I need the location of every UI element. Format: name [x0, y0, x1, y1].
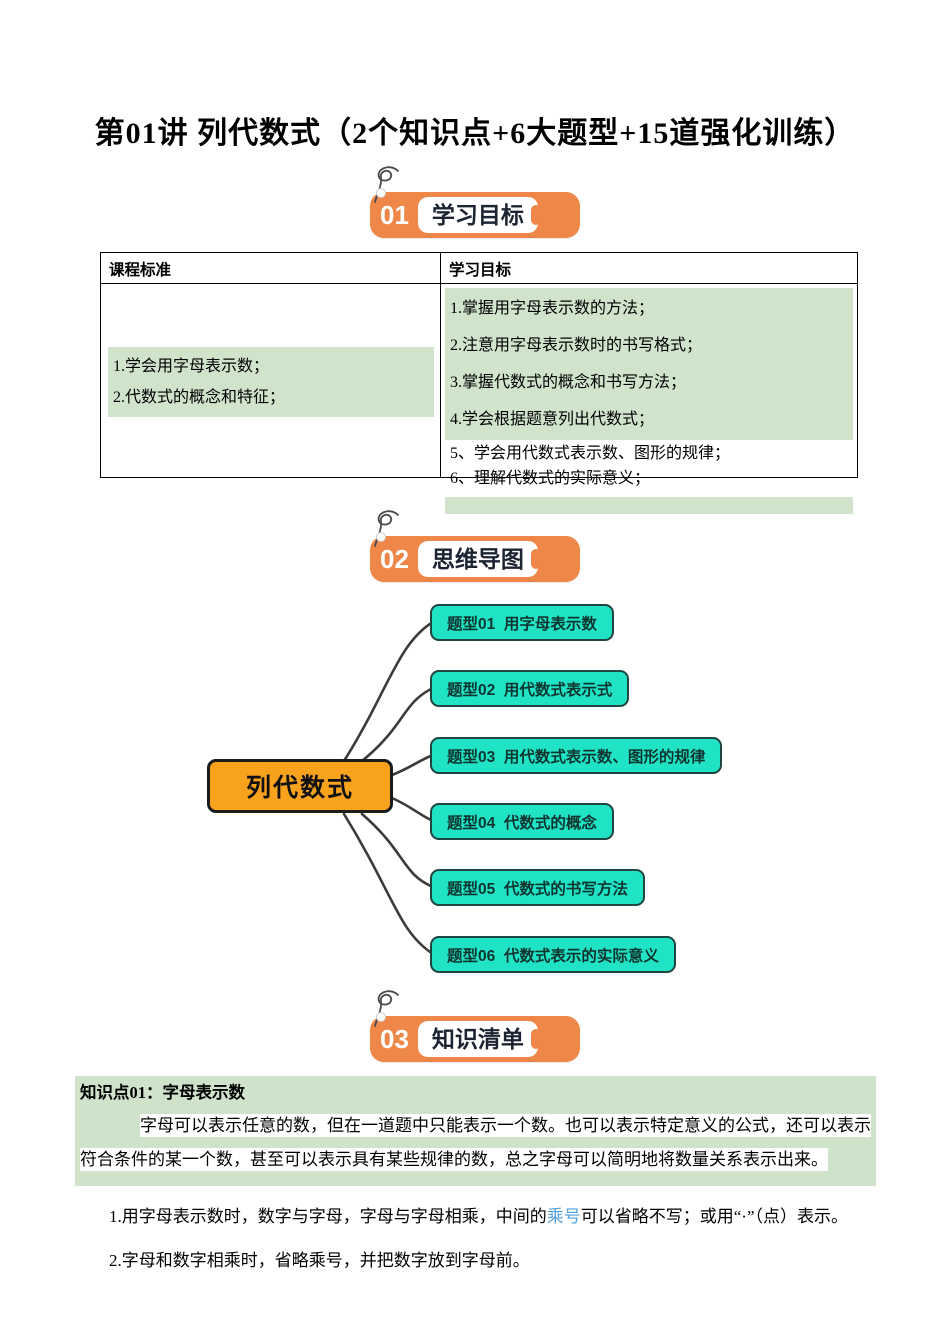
rule-item-2: 2.字母和数字相乘时，省略乘号，并把数字放到字母前。: [109, 1251, 530, 1270]
section-badge-01: 01 学习目标: [370, 166, 580, 238]
badge-body: 02 思维导图: [370, 536, 580, 582]
learning-goal-item: 6、理解代数式的实际意义；: [450, 470, 651, 487]
table-header-row: 课程标准 学习目标: [101, 253, 857, 284]
learning-goal-cell: 1.掌握用字母表示数的方法； 2.注意用字母表示数时的书写格式； 3.掌握代数式…: [441, 284, 857, 514]
header-learning-goal: 学习目标: [449, 262, 512, 279]
mindmap-branch-03: 题型03 用代数式表示数、图形的规律: [430, 737, 723, 774]
learning-goal-item: 5、学会用代数式表示数、图形的规律；: [450, 445, 731, 462]
section-number: 03: [380, 1024, 409, 1054]
mindmap-branch-04: 题型04 代数式的概念: [430, 803, 614, 840]
rule-text: 可以省略不写；或用“·”（点）表示。: [580, 1207, 849, 1226]
learning-goal-item: 1.掌握用字母表示数的方法；: [450, 300, 655, 317]
rule-text: 1.用字母表示数时，数字与字母，字母与字母相乘，中间的: [109, 1207, 547, 1226]
mindmap-branch-06: 题型06 代数式表示的实际意义: [430, 936, 676, 973]
rule-item-1: 1.用字母表示数时，数字与字母，字母与字母相乘，中间的乘号可以省略不写；或用“·…: [109, 1203, 876, 1230]
mindmap: 列代数式 题型01 用字母表示数 题型02 用代数式表示式 题型03 用代数式表…: [0, 595, 950, 993]
section-badge-02: 02 思维导图: [370, 510, 580, 582]
wire-attach-dot: [376, 188, 386, 198]
learning-goal-item: 4.学会根据题意列出代数式；: [450, 411, 655, 428]
knowledge-section: 知识点01：字母表示数 字母可以表示任意的数，但在一道题中只能表示一个数。也可以…: [75, 1076, 876, 1274]
course-standard-item: 2.代数式的概念和特征；: [113, 389, 286, 406]
section-label: 学习目标: [417, 197, 538, 233]
learning-goal-highlight-block: 1.掌握用字母表示数的方法； 2.注意用字母表示数时的书写格式； 3.掌握代数式…: [445, 288, 853, 440]
section-label: 知识清单: [417, 1021, 538, 1057]
learning-goal-item: 2.注意用字母表示数时的书写格式；: [450, 337, 703, 354]
section-number: 02: [380, 544, 409, 574]
knowledge-paragraph-line: 符合条件的某一个数，甚至可以表示具有某些规律的数，总之字母可以简明地将数量关系表…: [80, 1145, 876, 1174]
section-badge-03: 03 知识清单: [370, 990, 580, 1062]
mindmap-connector-curves: [342, 620, 435, 956]
course-standard-item: 1.学会用字母表示数；: [113, 358, 270, 375]
objectives-table: 课程标准 学习目标 1.学会用字母表示数； 2.代数式的概念和特征； 1.掌握用…: [100, 252, 858, 514]
course-standard-cell: 1.学会用字母表示数； 2.代数式的概念和特征；: [101, 284, 441, 477]
header-course-standard: 课程标准: [101, 253, 441, 283]
course-standard-highlight-block: 1.学会用字母表示数； 2.代数式的概念和特征；: [108, 347, 434, 417]
mindmap-branch-05: 题型05 代数式的书写方法: [430, 869, 645, 906]
paragraph-text: 字母可以表示任意的数，但在一道题中只能表示一个数。也可以表示特定意义的公式，还可…: [140, 1114, 871, 1137]
mindmap-branch-01: 题型01 用字母表示数: [430, 604, 614, 641]
wire-attach-dot: [376, 1012, 386, 1022]
multiplication-sign-link[interactable]: 乘号: [546, 1207, 581, 1226]
section-number: 01: [380, 200, 409, 230]
knowledge-highlight-block: 知识点01：字母表示数 字母可以表示任意的数，但在一道题中只能表示一个数。也可以…: [75, 1076, 876, 1186]
mindmap-branch-02: 题型02 用代数式表示式: [430, 670, 630, 707]
learning-goal-item: 3.掌握代数式的概念和书写方法；: [450, 374, 687, 391]
wire-curl-icon: [374, 166, 399, 203]
empty-highlight-bar: [445, 497, 853, 514]
knowledge-paragraph-line: 字母可以表示任意的数，但在一道题中只能表示一个数。也可以表示特定意义的公式，还可…: [80, 1111, 876, 1140]
page-title: 第01讲 列代数式（2个知识点+6大题型+15道强化训练）: [94, 117, 856, 150]
wire-curl-icon: [374, 990, 399, 1027]
badge-body: 01 学习目标: [370, 192, 580, 238]
knowledge-point-heading: 知识点01：字母表示数: [80, 1083, 245, 1102]
wire-attach-dot: [376, 532, 386, 542]
section-label: 思维导图: [417, 541, 538, 577]
mindmap-root-node: 列代数式: [207, 759, 393, 813]
learning-goal-plain-block: 5、学会用代数式表示数、图形的规律； 6、理解代数式的实际意义；: [445, 442, 853, 490]
badge-body: 03 知识清单: [370, 1016, 580, 1062]
table-body-row: 1.学会用字母表示数； 2.代数式的概念和特征； 1.掌握用字母表示数的方法； …: [101, 284, 857, 514]
wire-curl-icon: [374, 510, 399, 547]
paragraph-text: 符合条件的某一个数，甚至可以表示具有某些规律的数，总之字母可以简明地将数量关系表…: [80, 1148, 828, 1171]
